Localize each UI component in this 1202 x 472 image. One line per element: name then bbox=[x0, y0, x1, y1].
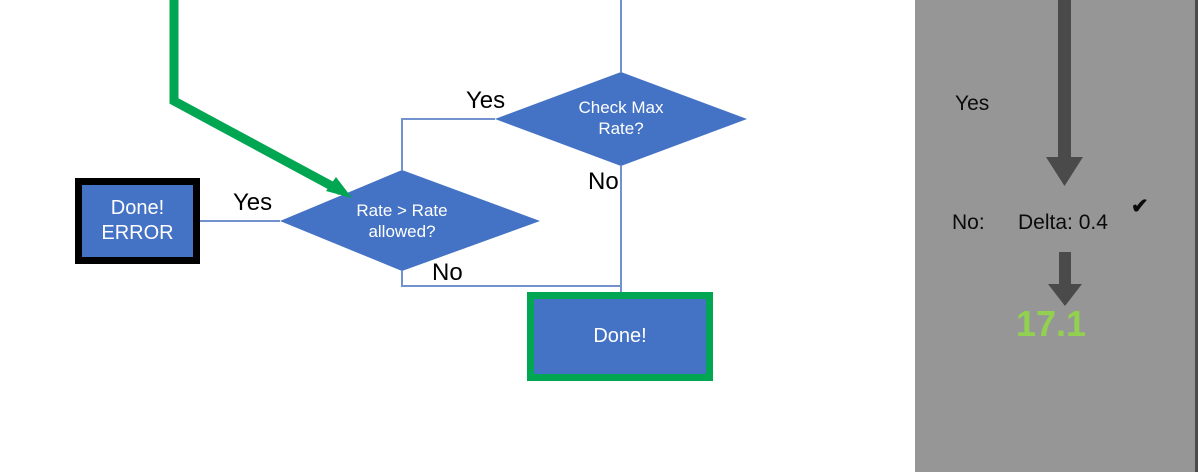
edge-label-rate-no: No bbox=[432, 259, 463, 286]
edge-label-rate-yes: Yes bbox=[233, 189, 273, 216]
panel-delta-label: Delta: 0.4 bbox=[1018, 211, 1108, 234]
process-done-ok[interactable]: Done! bbox=[527, 292, 713, 381]
panel-arrow-bottom bbox=[1048, 252, 1082, 306]
connector-check-max-yes bbox=[401, 118, 495, 170]
side-panel: Yes No: Delta: 0.4 ✔ 17.1 bbox=[915, 0, 1198, 472]
edge-label-check-max-yes: Yes bbox=[466, 87, 506, 114]
panel-arrow-graphics bbox=[1046, 0, 1083, 306]
check-mark-icon: ✔ bbox=[1131, 195, 1149, 218]
highlight-green-arrowhead bbox=[326, 177, 352, 198]
panel-no-label: No: bbox=[952, 211, 985, 234]
flowchart-graphics: down-left into Rate>Rate allowed? --> do… bbox=[169, 0, 747, 292]
panel-result-value: 17.1 bbox=[1016, 303, 1087, 344]
highlight-green-arrow bbox=[169, 0, 344, 195]
decision-check-max-rate bbox=[495, 72, 747, 166]
edge-label-check-max-no: No bbox=[588, 168, 619, 195]
process-done-error[interactable]: Done! ERROR bbox=[75, 178, 200, 264]
flowchart-canvas: down-left into Rate>Rate allowed? --> do… bbox=[75, 0, 747, 381]
panel-yes-label: Yes bbox=[955, 92, 990, 115]
connector-rate-no bbox=[401, 271, 622, 287]
panel-arrow-top bbox=[1046, 0, 1083, 186]
decision-rate-gt-rate-allowed bbox=[280, 170, 540, 271]
